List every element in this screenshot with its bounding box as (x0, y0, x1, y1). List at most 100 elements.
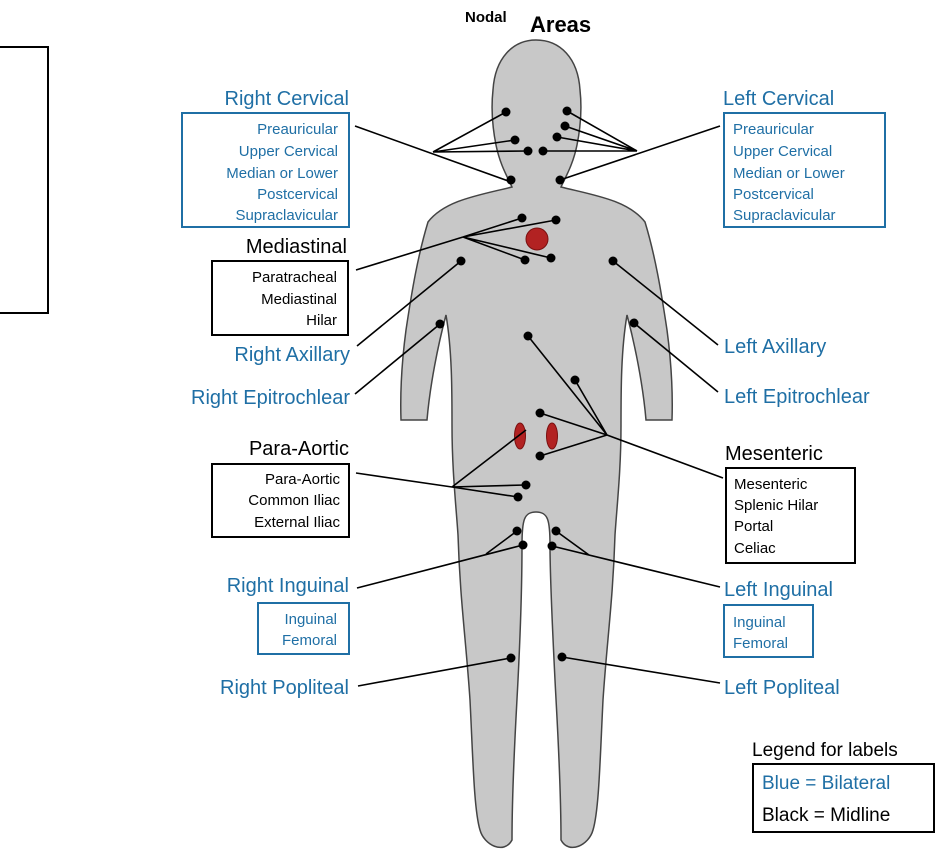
node-r-femoral (518, 540, 528, 550)
node-common-iliac (513, 492, 523, 502)
left-kidney-organ (514, 422, 526, 450)
left-cervical-item: Preauricular (733, 121, 814, 138)
mesenteric-item: Celiac (734, 540, 776, 557)
left-inguinal-item: Inguinal (733, 614, 786, 631)
leader-left-inguinal (551, 530, 721, 588)
node-l-median-cervical (538, 146, 548, 156)
node-r-upper-cervical (510, 135, 520, 145)
legend-midline: Black = Midline (762, 805, 890, 826)
node-l-axillary (608, 256, 618, 266)
node-r-axillary (456, 256, 466, 266)
node-l-postcervical (552, 132, 562, 142)
left-cervical-heading: Left Cervical (723, 88, 834, 110)
mediastinal-box (211, 260, 349, 336)
para-aortic-item: Para-Aortic (265, 471, 341, 488)
left-popliteal-label: Left Popliteal (724, 677, 840, 699)
right-inguinal-heading: Right Inguinal (227, 575, 349, 597)
node-paratracheal-l (551, 215, 561, 225)
para-aortic-item: External Iliac (254, 514, 340, 531)
leader-left-epitrochlear (633, 322, 719, 393)
mediastinal-item: Paratracheal (252, 269, 337, 286)
left-inguinal-item: Femoral (733, 635, 788, 652)
node-l-femoral (547, 541, 557, 551)
mesenteric-item: Splenic Hilar (734, 497, 818, 514)
leader-left-axillary (612, 260, 719, 346)
right-cervical-item: Supraclavicular (235, 207, 338, 224)
group-mediastinal: Mediastinal Paratracheal Mediastinal Hil… (211, 236, 349, 336)
right-kidney-organ (546, 422, 558, 450)
group-mesenteric: Mesenteric Mesenteric Splenic Hilar Port… (725, 443, 856, 564)
node-r-preauricular (501, 107, 511, 117)
body-outline (400, 39, 673, 849)
group-right-cervical: Right Cervical Preauricular Upper Cervic… (181, 88, 350, 228)
group-para-aortic: Para-Aortic Para-Aortic Common Iliac Ext… (211, 438, 350, 538)
node-mesenteric (535, 451, 545, 461)
leader-right-popliteal (357, 657, 512, 687)
node-portal (570, 375, 580, 385)
leader-mediastinal (355, 217, 557, 271)
right-cervical-item: Postcervical (257, 186, 338, 203)
mesenteric-heading: Mesenteric (725, 443, 823, 465)
node-r-inguinal (512, 526, 522, 536)
node-l-preauricular (562, 106, 572, 116)
legend-bilateral: Blue = Bilateral (762, 773, 890, 794)
title-large: Areas (530, 12, 591, 37)
left-cervical-item: Supraclavicular (733, 207, 836, 224)
leader-right-epitrochlear (354, 323, 441, 395)
right-inguinal-box (257, 602, 350, 655)
left-epitrochlear-label: Left Epitrochlear (724, 386, 870, 408)
node-hilar-l (546, 253, 556, 263)
leader-para-aortic (355, 429, 527, 498)
left-axillary-label: Left Axillary (724, 336, 826, 358)
mesenteric-box (725, 467, 856, 564)
legend-box (752, 763, 935, 833)
left-cervical-box (723, 112, 886, 228)
node-celiac (535, 408, 545, 418)
leader-left-cervical (543, 110, 721, 181)
node-r-median-cervical (523, 146, 533, 156)
right-cervical-heading: Right Cervical (225, 88, 349, 110)
node-r-popliteal (506, 653, 516, 663)
right-cervical-item: Upper Cervical (239, 143, 338, 160)
mediastinal-item: Mediastinal (261, 291, 337, 308)
node-l-upper-cervical (560, 121, 570, 131)
body-silhouette (400, 39, 673, 849)
right-epitrochlear-label: Right Epitrochlear (191, 387, 350, 409)
title-small: Nodal (465, 9, 507, 26)
empty-frame (0, 46, 49, 314)
left-inguinal-heading: Left Inguinal (724, 579, 833, 601)
right-cervical-item: Preauricular (257, 121, 338, 138)
right-inguinal-item: Femoral (282, 632, 337, 649)
para-aortic-item: Common Iliac (248, 492, 340, 509)
leader-left-popliteal (561, 656, 721, 684)
leader-lines (354, 110, 724, 687)
left-inguinal-box (723, 604, 814, 658)
node-l-inguinal (551, 526, 561, 536)
right-cervical-box (181, 112, 350, 228)
group-left-cervical: Left Cervical Preauricular Upper Cervica… (723, 88, 886, 228)
legend-title: Legend for labels (752, 740, 898, 761)
left-cervical-item: Upper Cervical (733, 143, 832, 160)
node-l-popliteal (557, 652, 567, 662)
right-cervical-item: Median or Lower (226, 165, 338, 182)
node-paratracheal-r (517, 213, 527, 223)
para-aortic-heading: Para-Aortic (249, 438, 349, 460)
right-popliteal-label: Right Popliteal (220, 677, 349, 699)
left-cervical-item: Postcervical (733, 186, 814, 203)
leader-right-cervical (354, 111, 529, 183)
right-inguinal-item: Inguinal (284, 611, 337, 628)
group-left-inguinal: Left Inguinal Inguinal Femoral (723, 579, 833, 658)
right-axillary-label: Right Axillary (234, 344, 350, 366)
mesenteric-item: Portal (734, 518, 773, 535)
leader-right-inguinal (356, 530, 524, 589)
node-hilar-r (520, 255, 530, 265)
node-para-aortic (521, 480, 531, 490)
mediastinal-item: Hilar (306, 312, 337, 329)
node-r-supraclavicular (506, 175, 516, 185)
mesenteric-item: Mesenteric (734, 476, 808, 493)
left-cervical-item: Median or Lower (733, 165, 845, 182)
group-right-inguinal: Right Inguinal Inguinal Femoral (227, 575, 350, 655)
legend: Legend for labels Blue = Bilateral Black… (752, 740, 935, 833)
mediastinal-heading: Mediastinal (246, 236, 347, 258)
